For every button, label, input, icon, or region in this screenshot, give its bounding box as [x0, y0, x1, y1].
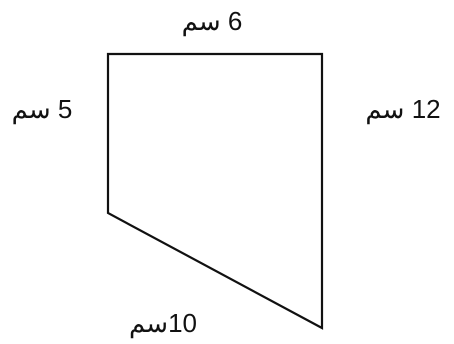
left-side-label: 5 سم [12, 94, 73, 125]
top-side-label: 6 سم [182, 6, 243, 37]
right-side-label: 12 سم [365, 94, 440, 125]
bottom-side-label: 10سم [129, 308, 197, 339]
quadrilateral-shape [106, 52, 324, 330]
